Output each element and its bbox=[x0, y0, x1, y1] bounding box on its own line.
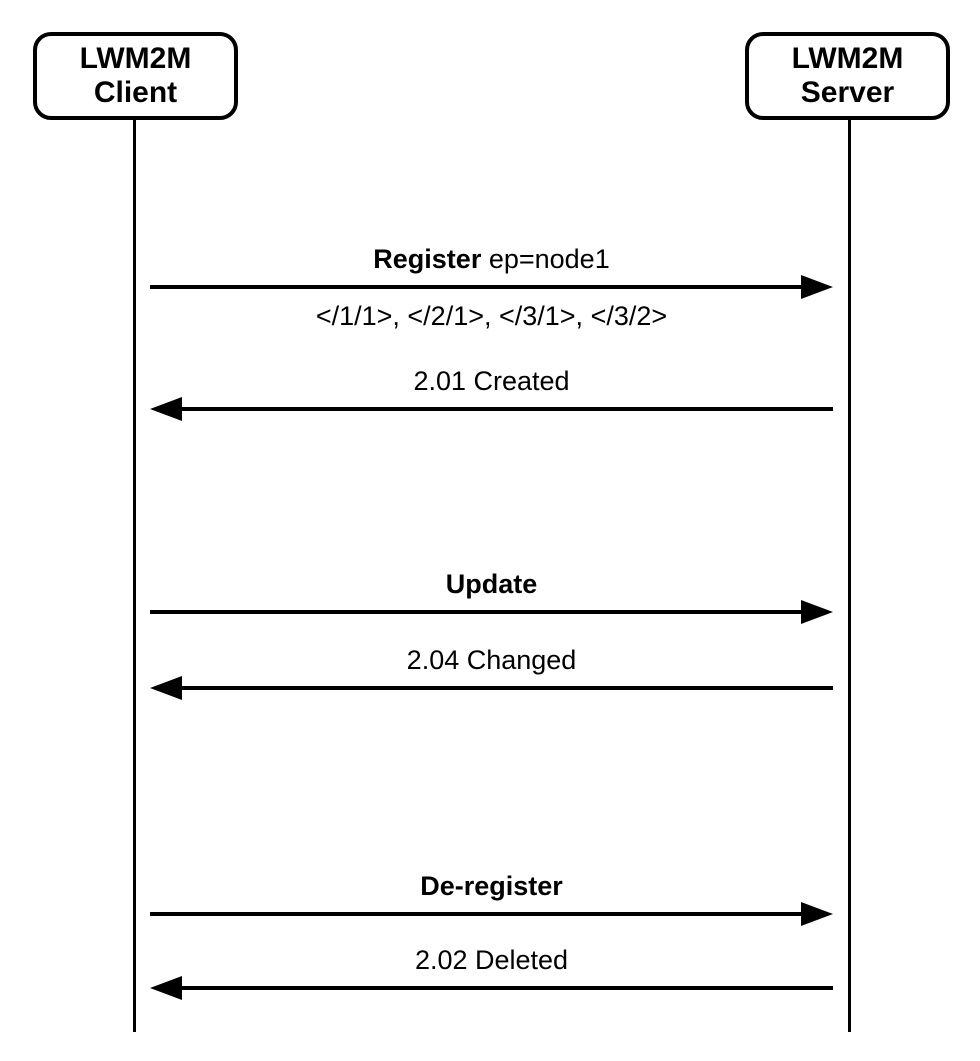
arrow-shaft bbox=[150, 912, 821, 916]
arrow-shaft bbox=[162, 986, 833, 990]
arrowhead-left-icon bbox=[150, 976, 182, 1000]
lifeline-client bbox=[133, 120, 136, 1032]
arrow-right-icon bbox=[150, 275, 833, 299]
arrow-left-icon bbox=[150, 976, 833, 1000]
actor-label-line2: Server bbox=[800, 76, 895, 109]
actor-label-line1: LWM2M bbox=[791, 41, 904, 75]
arrow-shaft bbox=[162, 686, 833, 690]
message-label-deleted: 2.02 Deleted bbox=[150, 945, 833, 976]
arrowhead-left-icon bbox=[150, 676, 182, 700]
message-label-rest: 2.01 Created bbox=[413, 366, 570, 396]
arrow-shaft bbox=[162, 407, 833, 411]
arrow-right-icon bbox=[150, 902, 833, 926]
message-label-update: Update bbox=[150, 569, 833, 600]
arrow-shaft bbox=[150, 610, 821, 614]
arrow-right-icon bbox=[150, 600, 833, 624]
message-sublabel-register-objects: </1/1>, </2/1>, </3/1>, </3/2> bbox=[315, 301, 668, 331]
message-label-bold: Update bbox=[445, 569, 538, 599]
arrowhead-left-icon bbox=[150, 397, 182, 421]
message-label-bold: Register bbox=[373, 244, 482, 274]
arrow-shaft bbox=[150, 285, 821, 289]
message-label-register: Register ep=node1 bbox=[150, 244, 833, 275]
arrowhead-right-icon bbox=[801, 275, 833, 299]
actor-label-line1: LWM2M bbox=[79, 41, 192, 75]
lifeline-server bbox=[848, 120, 851, 1032]
arrow-left-icon bbox=[150, 397, 833, 421]
actor-label-line2: Client bbox=[93, 76, 178, 109]
arrowhead-right-icon bbox=[801, 600, 833, 624]
message-label-created: 2.01 Created bbox=[150, 366, 833, 397]
arrowhead-right-icon bbox=[801, 902, 833, 926]
message-label-bold: De-register bbox=[420, 871, 563, 901]
message-label-deregister: De-register bbox=[150, 871, 833, 902]
message-label-changed: 2.04 Changed bbox=[150, 645, 833, 676]
message-label-rest: 2.02 Deleted bbox=[414, 945, 569, 975]
actor-box-lwm2m-server: LWM2M Server bbox=[745, 32, 950, 120]
arrow-left-icon bbox=[150, 676, 833, 700]
message-label-rest: ep=node1 bbox=[481, 244, 610, 274]
actor-box-lwm2m-client: LWM2M Client bbox=[33, 32, 238, 120]
message-label-rest: 2.04 Changed bbox=[406, 645, 577, 675]
